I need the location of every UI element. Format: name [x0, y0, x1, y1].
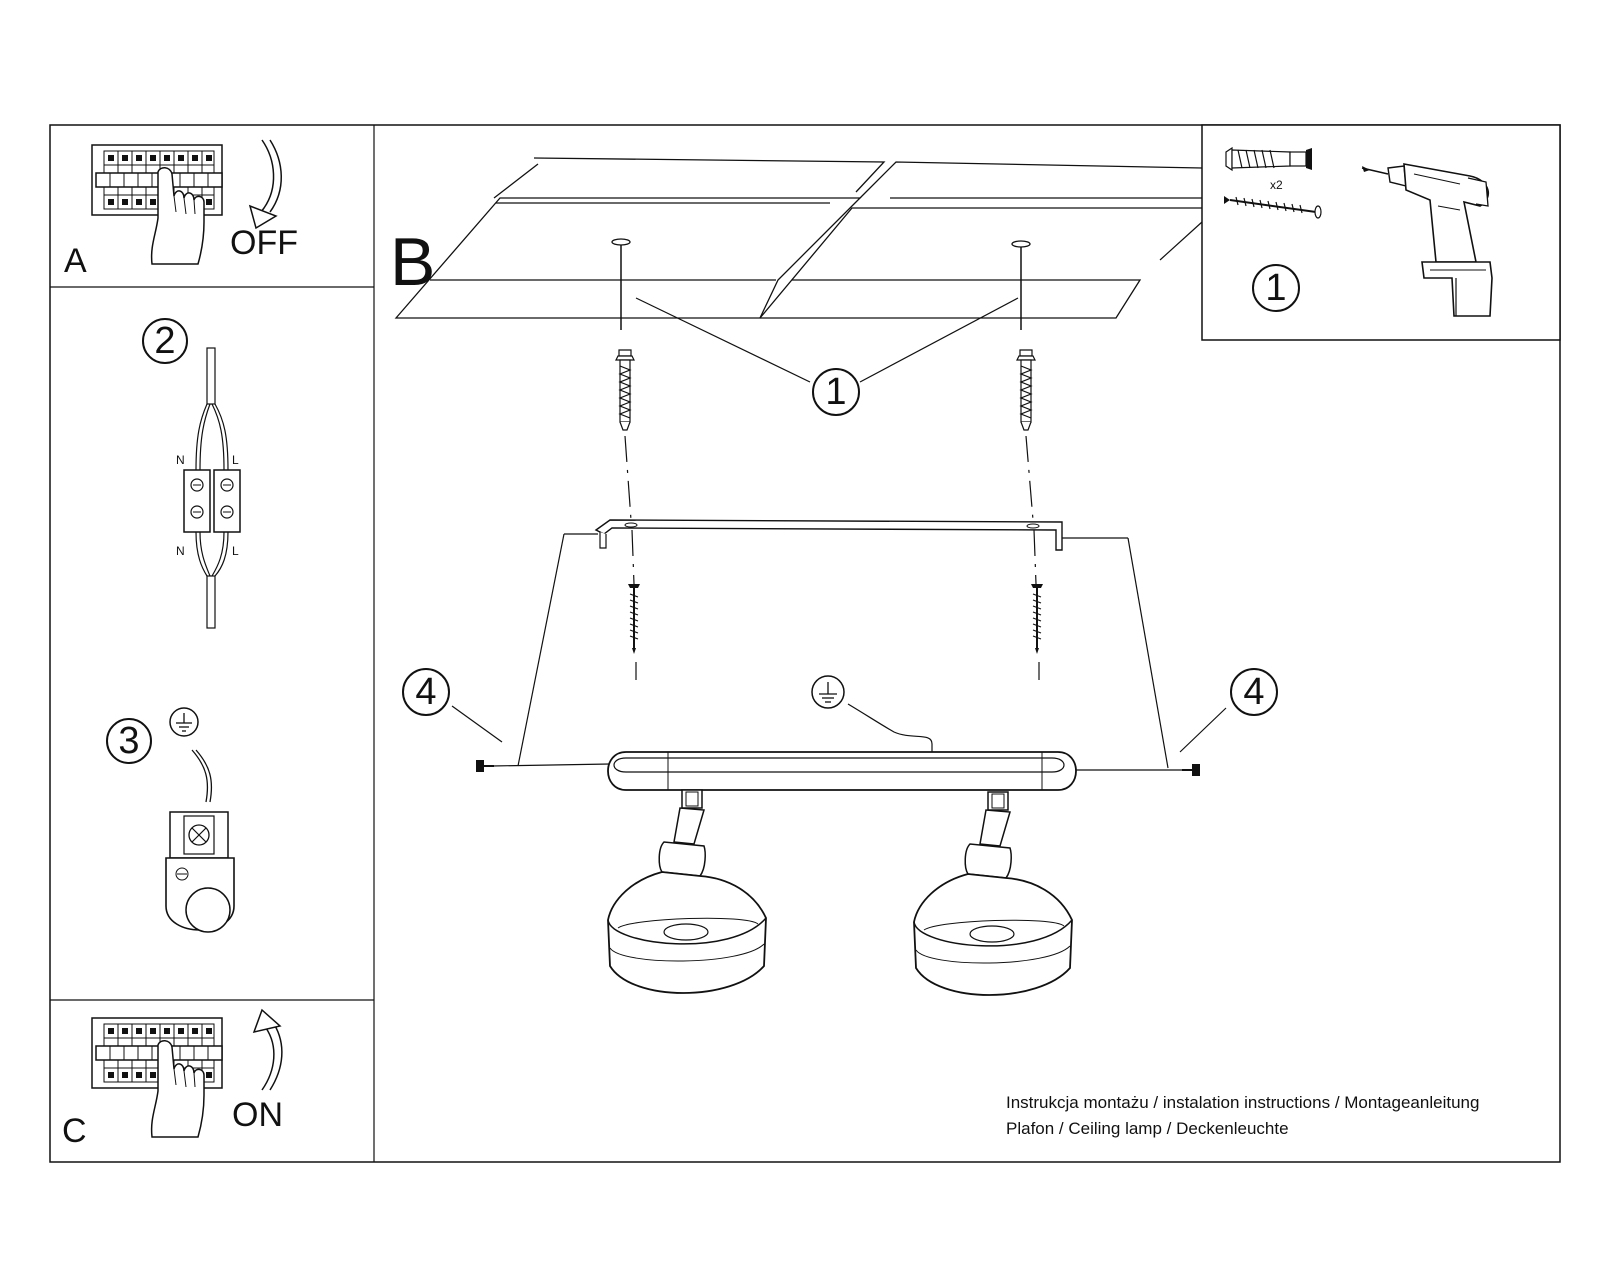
- tools-callout-1: 1: [1252, 264, 1300, 312]
- drill-icon: [1361, 163, 1493, 317]
- callout-4-left: 4: [402, 668, 450, 716]
- wall-plug-icon: [1016, 349, 1036, 431]
- callout-leader-1: [635, 221, 1203, 383]
- rotate-arrow-icon: [248, 139, 282, 230]
- wire-label-l-top: L: [232, 453, 239, 467]
- quantity-label: x2: [1270, 178, 1283, 192]
- step-b-letter: B: [390, 224, 435, 300]
- wire-label-l-bottom: L: [232, 544, 239, 558]
- callout-1: 1: [812, 368, 860, 416]
- callout-4-right: 4: [1230, 668, 1278, 716]
- mounting-bracket-icon: [594, 519, 1063, 551]
- panel-a-letter: A: [64, 242, 87, 280]
- outer-frame: [49, 124, 1561, 1163]
- guide-line: [624, 435, 1040, 680]
- panel-c-state: ON: [232, 1096, 283, 1134]
- screw-icon: [1224, 196, 1322, 219]
- wire-label-n-top: N: [176, 453, 185, 467]
- ground-symbol-icon: [169, 707, 199, 737]
- screw-icon: [1030, 583, 1044, 655]
- caption-line-1: Instrukcja montażu / instalation instruc…: [1006, 1093, 1480, 1112]
- panel-a-state: OFF: [230, 224, 298, 262]
- step-2-number: 2: [142, 318, 188, 364]
- spotlight-right-icon: [913, 791, 1073, 996]
- wall-plug-icon: [615, 349, 635, 431]
- screw-icon: [627, 583, 641, 655]
- panel-c-letter: C: [62, 1112, 87, 1150]
- ground-clamp-icon: [165, 749, 235, 933]
- ceiling-lamp-icon: [607, 751, 1077, 791]
- wire-terminal-icon: [183, 347, 241, 629]
- rotate-arrow-icon: [252, 1008, 283, 1091]
- ground-symbol-icon: [811, 675, 845, 709]
- caption-line-2: Plafon / Ceiling lamp / Deckenleuchte: [1006, 1119, 1289, 1138]
- spotlight-left-icon: [607, 789, 767, 994]
- wall-plug-icon: [1225, 146, 1312, 172]
- assembly-line: [451, 533, 1227, 771]
- side-screw-icon: [476, 760, 1200, 776]
- ceiling-icon: [394, 157, 1203, 330]
- wire-label-n-bottom: N: [176, 544, 185, 558]
- step-3-number: 3: [106, 718, 152, 764]
